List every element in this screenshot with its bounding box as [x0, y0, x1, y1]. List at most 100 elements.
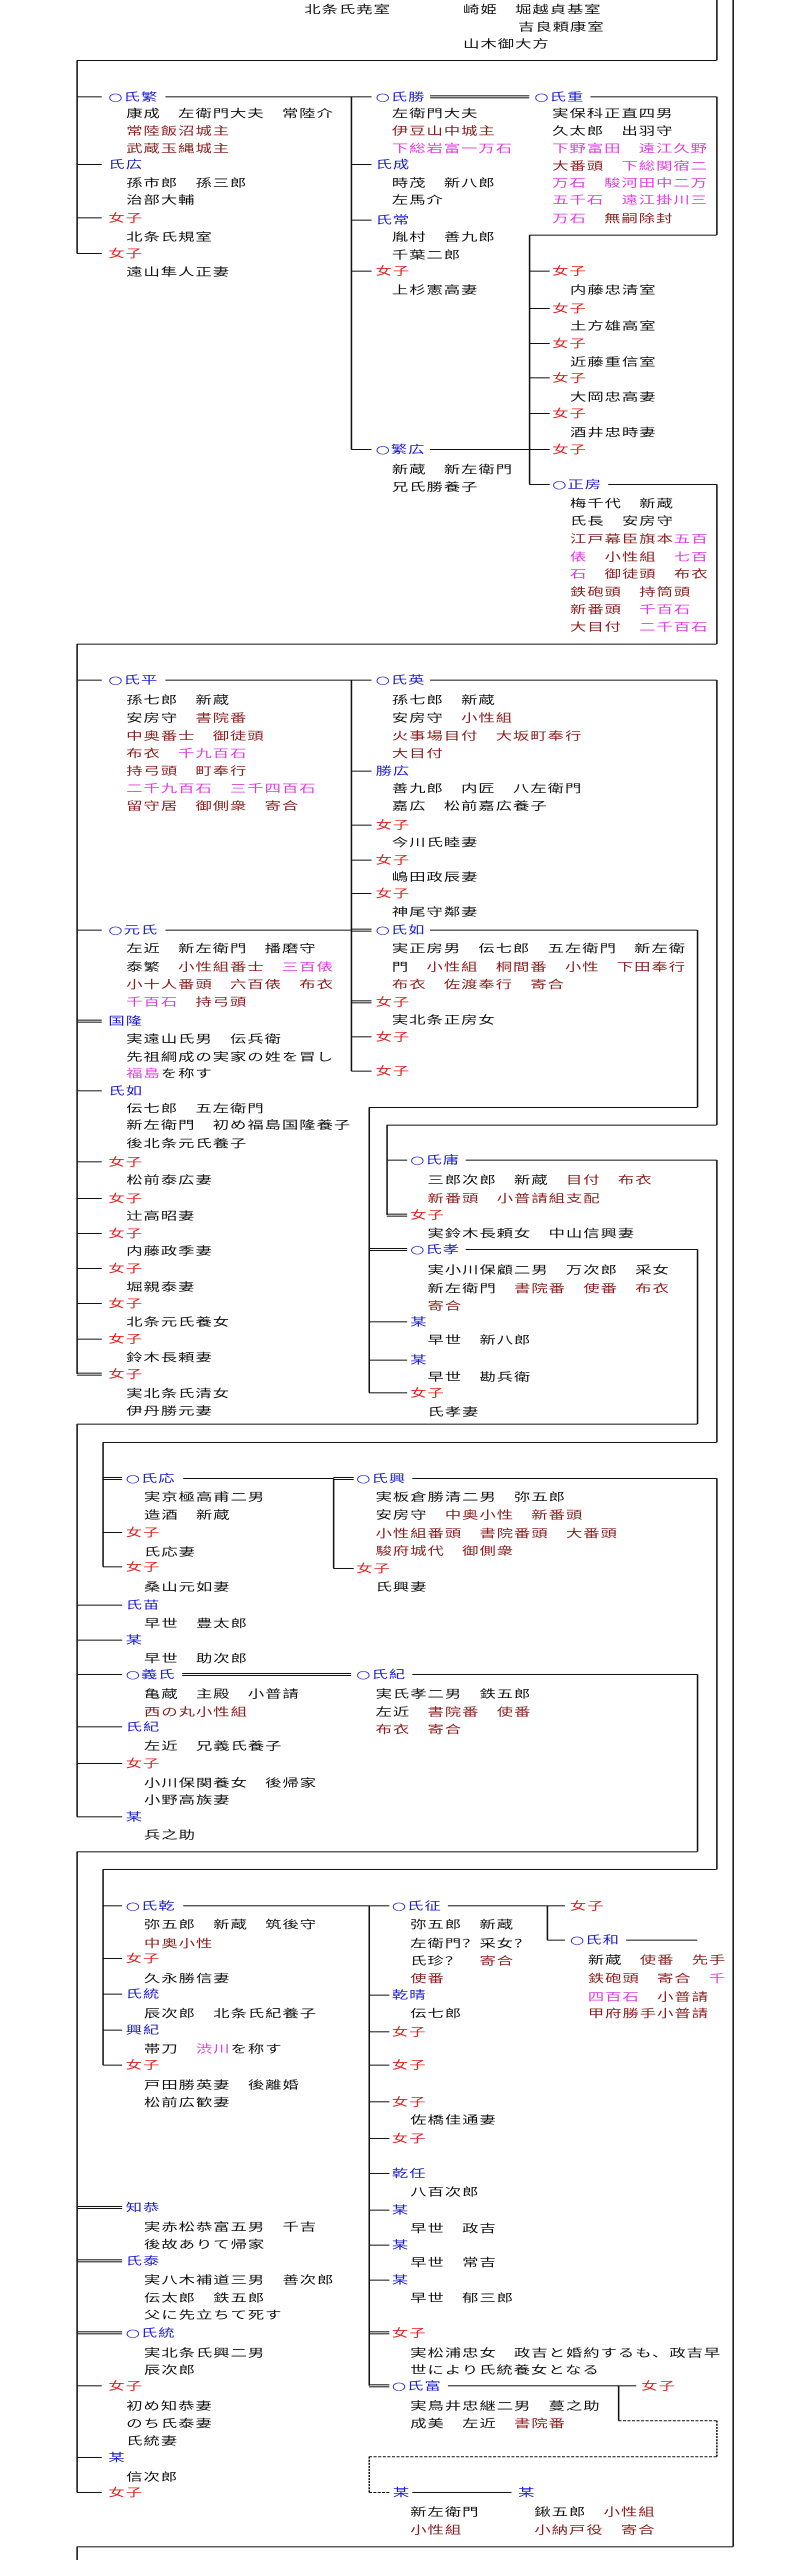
note-text: 崎姫 堀越貞基室 [463, 2, 602, 16]
note-line: 実松浦忠女 政吉と婚約するも、政吉早 [410, 2347, 721, 2359]
note-line: 新番頭 千百石 [570, 603, 691, 615]
note-line: 孫七郎 新蔵 [392, 694, 496, 706]
office-text: 鉄砲頭 寄合 [587, 1971, 710, 1985]
note-line: 新左衛門 書院番 使番 布衣 [428, 1282, 670, 1294]
note-line: 久永勝信妻 [144, 1972, 231, 1984]
note-text: 内藤政季妻 [126, 1244, 213, 1257]
note-line: 辰次郎 [144, 2364, 196, 2376]
note-text: 胤村 善九郎 [391, 230, 496, 243]
note-text: 鈴木長頼妻 [126, 1350, 213, 1364]
daughter-entry: 女子 [410, 1387, 445, 1399]
note-line: 北条氏規室 [126, 231, 213, 243]
office-text: 新番頭 [570, 602, 640, 616]
lineage-connector [76, 1161, 102, 1163]
note-line: 氏興妻 [376, 1581, 428, 1593]
office-text: 伊豆山中城主 [391, 124, 496, 138]
note-text: 孫市郎 孫三郎 [126, 176, 248, 189]
lineage-connector [76, 1851, 78, 2493]
lineage-connector [369, 1106, 698, 1108]
lineage-connector [430, 929, 698, 931]
note-line: 火事場目付 大坂町奉行 [392, 730, 582, 742]
note-text: 早世 郁三郎 [410, 2291, 515, 2304]
person-entry: ○氏勝 [376, 91, 426, 103]
note-line: 弥五郎 新蔵 筑後守 [144, 1918, 317, 1930]
note-text: 実小川保顧二男 万次郎 采女 [427, 1263, 670, 1277]
note-line: 二千九百石 三千四百石 [126, 782, 316, 794]
stipend-text: 四百石 [587, 1990, 658, 2003]
note-line: 先祖綱成の実家の姓を冒し [126, 1051, 334, 1063]
daughter-entry: 女子 [552, 407, 587, 419]
uncertain-connector [716, 2420, 718, 2457]
lineage-connector [351, 448, 372, 450]
office-text: 小普請 [657, 1990, 710, 2003]
person-name: ○正房 [552, 477, 603, 491]
daughter-entry: 女子 [108, 1297, 143, 1309]
lineage-connector [165, 679, 372, 681]
note-line: 辰次郎 北条氏紀養子 [144, 2007, 317, 2019]
note-line: 伝七郎 五左衛門 [126, 1102, 264, 1114]
person-entry: ○元氏 [108, 924, 158, 936]
note-line: 安房守 書院番 [126, 712, 247, 724]
note-text: 早世 政吉 [410, 2221, 497, 2235]
note-line: 胤村 善九郎 [392, 231, 496, 243]
note-line: 武蔵玉縄城主 [126, 142, 230, 154]
daughter-label: 女子 [391, 2025, 427, 2038]
stipend-text: 七百 [673, 550, 709, 563]
person-name: ○義氏 [125, 1667, 176, 1681]
lineage-connector [350, 96, 353, 450]
office-text: 武蔵玉縄城主 [126, 141, 231, 155]
note-line: 新蔵 使番 先手 [588, 1954, 726, 1966]
uncertain-connector [369, 2456, 717, 2458]
person-entry: 国隆 [108, 1015, 143, 1027]
adoption-connector [386, 1213, 408, 1217]
lineage-connector [696, 1249, 699, 1424]
note-line: 早世 常吉 [410, 2256, 497, 2268]
note-line: 実北条氏清女 [126, 1387, 230, 1399]
note-text: 氏孝妻 [427, 1405, 480, 1418]
note-text: 左近 兄義氏養子 [144, 1739, 283, 1753]
note-text: 千葉二郎 [391, 248, 462, 262]
note-line: 実氏孝二男 鉄五郎 [376, 1688, 532, 1700]
note-text: 三郎次郎 新蔵 [427, 1173, 566, 1187]
daughter-label: 女子 [552, 336, 587, 350]
daughter-entry: 女子 [108, 2486, 143, 2498]
lineage-connector [102, 1531, 123, 1533]
daughter-entry: 女子 [376, 819, 411, 831]
person-entry: ○氏乾 [126, 1900, 176, 1912]
note-line: 実赤松恭富五男 千吉 [144, 2221, 317, 2233]
daughter-entry: 女子 [108, 212, 143, 224]
note-text: 孫七郎 新蔵 [126, 693, 231, 707]
adoption-connector [333, 1476, 354, 1480]
note-line: 早世 新八郎 [428, 1334, 532, 1346]
lineage-connector [165, 96, 372, 98]
office-text: 御徒頭 布衣 [604, 567, 709, 581]
person-name: 某 [391, 2238, 410, 2252]
daughter-label: 女子 [125, 1525, 161, 1539]
person-name: 某 [410, 1315, 428, 1328]
person-name: ○氏平 [108, 673, 159, 687]
lineage-connector [102, 1441, 717, 1443]
person-entry: 乾任 [392, 2167, 427, 2179]
person-name: 氏広 [108, 157, 144, 171]
note-text: 左衛門？采女？ [410, 1936, 532, 1950]
person-entry: ○氏征 [392, 1900, 442, 1912]
office-text: 小十人番頭 六百俵 布衣 [126, 977, 334, 991]
daughter-entry: 女子 [392, 2059, 427, 2071]
daughter-entry: 女子 [108, 1192, 143, 1204]
lineage-connector [528, 234, 531, 485]
lineage-connector [732, 0, 734, 2547]
daughter-entry: 女子 [552, 372, 587, 384]
office-text: 新番頭 小普請組支配 [427, 1191, 601, 1205]
daughter-label: 女子 [108, 1226, 144, 1240]
note-line: 亀蔵 主殿 小普請 [144, 1688, 300, 1700]
daughter-label: 女子 [375, 886, 411, 900]
note-text: 吉良頼康室 [518, 20, 605, 33]
lineage-connector [76, 1302, 102, 1304]
note-text: 佐橋佳通妻 [410, 2113, 497, 2127]
lineage-connector [183, 1905, 390, 1907]
note-line: 小納戸役 寄合 [534, 2524, 655, 2536]
office-text: 甲府勝手小普請 [587, 2006, 710, 2020]
note-line: 実遠山氏男 伝兵衛 [126, 1033, 282, 1045]
note-text: 兄氏勝養子 [391, 480, 479, 493]
note-line: 早世 勘兵衛 [428, 1371, 532, 1383]
